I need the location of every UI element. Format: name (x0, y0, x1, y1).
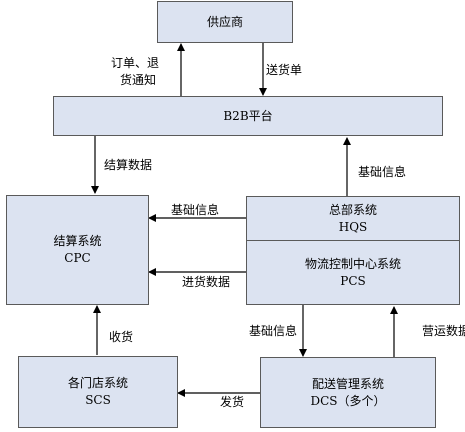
receiving-label: 收货 (109, 330, 134, 344)
purchase-data-label: 进货数据 (182, 275, 231, 289)
stores-system-code: SCS (85, 393, 111, 407)
supplier-box: 供应商 (157, 1, 293, 43)
distribution-system-box: 配送管理系统 DCS（多个） (260, 357, 436, 428)
stores-system-box: 各门店系统 SCS (18, 356, 178, 428)
base-info-to-cpc-label: 基础信息 (171, 203, 220, 217)
section-divider (247, 240, 459, 241)
hq-system-name: 总部系统 (328, 202, 377, 217)
settlement-system-code: CPC (64, 251, 91, 265)
settlement-system-box: 结算系统 CPC (6, 195, 149, 305)
base-info-to-dcs-label: 基础信息 (249, 324, 298, 338)
logistics-system-name: 物流控制中心系统 (304, 256, 401, 271)
ops-data-label: 营运数据 (422, 324, 465, 338)
settlement-system-name: 结算系统 (53, 234, 102, 248)
b2b-platform-box: B2B平台 (53, 96, 443, 136)
delivery-note-label: 送货单 (266, 63, 303, 77)
stores-system-name: 各门店系统 (67, 376, 128, 390)
logistics-system-code: PCS (340, 273, 366, 288)
logistics-system-section: 物流控制中心系统 PCS (247, 241, 459, 304)
distribution-system-name: 配送管理系统 (311, 376, 384, 391)
hq-system-code: HQS (338, 219, 368, 234)
distribution-system-code: DCS（多个） (310, 393, 386, 408)
order-return-label-line2: 货通知 (120, 73, 157, 87)
hq-system-section: 总部系统 HQS (247, 197, 459, 240)
supplier-label: 供应商 (206, 14, 243, 29)
base-info-to-b2b-label: 基础信息 (358, 165, 407, 179)
shipping-label: 发货 (220, 395, 245, 409)
settlement-data-label: 结算数据 (104, 158, 153, 172)
order-return-label-line1: 订单、退 (111, 56, 160, 70)
b2b-platform-label: B2B平台 (223, 108, 273, 123)
hq-logistics-box: 总部系统 HQS 物流控制中心系统 PCS (246, 196, 460, 305)
